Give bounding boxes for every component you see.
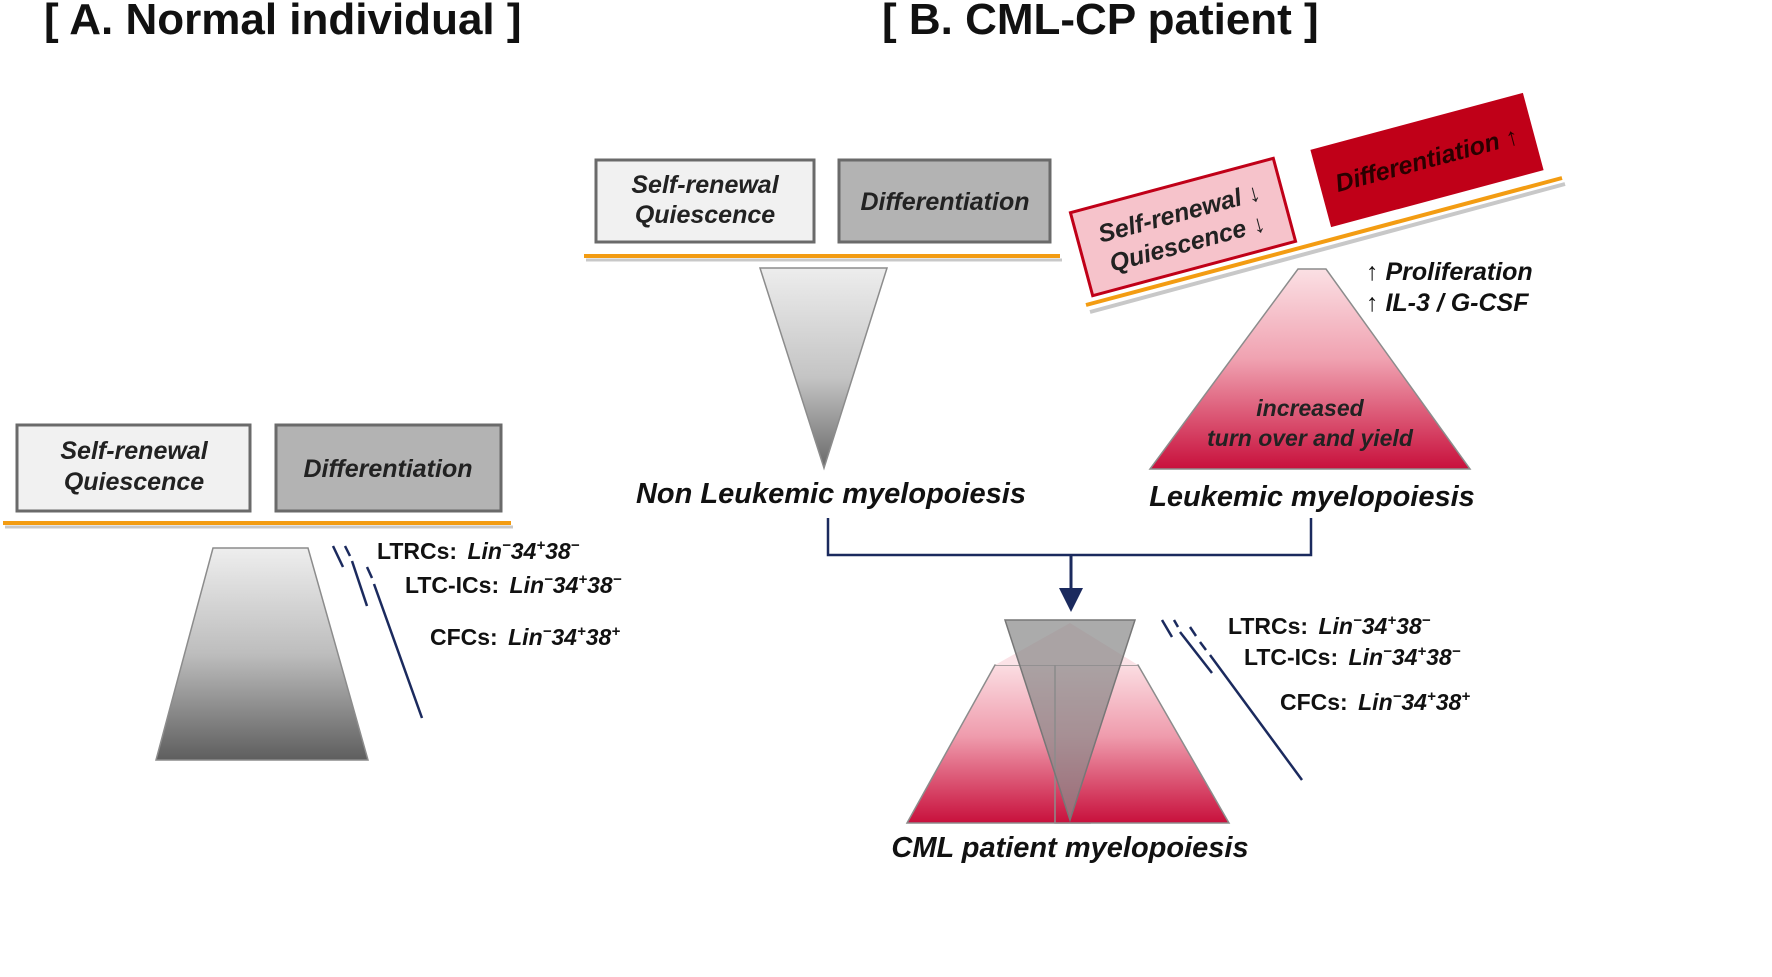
a-self-renewal-box <box>15 423 252 513</box>
a-ltcic-line <box>350 560 369 607</box>
b-cml-grey-triangle <box>1003 619 1137 823</box>
a-marker-ltcic: LTC-ICs: Lin−34+38− <box>405 571 622 598</box>
b-nonleuk-self-renewal-label: Self-renewal <box>631 171 779 199</box>
b-nonleuk-triangle <box>758 267 889 471</box>
b-cfc-line <box>1208 654 1304 781</box>
a-differentiation-box <box>274 423 503 513</box>
b-leuk-self-renewal-box <box>1068 156 1298 298</box>
b-leuk-caption: Leukemic myelopoiesis <box>1149 481 1475 513</box>
b-leuk-inner-line1: increased <box>1256 395 1364 421</box>
b-cfc-dash-1 <box>1188 626 1198 637</box>
a-cfc-line <box>372 583 424 719</box>
b-leuk-self-renewal-group: Self-renewal ↓ Quiescence ↓ <box>1068 156 1298 298</box>
a-cfc-dash-1 <box>365 566 374 579</box>
a-ltcic-dash-1 <box>343 545 352 557</box>
b-leuk-triangle <box>1148 268 1472 470</box>
a-marker-ltrc: LTRCs: Lin−34+38− <box>377 537 580 564</box>
a-ltrc-line <box>331 545 345 568</box>
panel-b-title: [ B. CML-CP patient ] <box>882 0 1319 44</box>
b-leuk-note-proliferation: ↑ Proliferation <box>1366 258 1533 286</box>
b-nonleuk-quiescence-label: Quiescence <box>635 201 775 229</box>
b-marker-cfc: CFCs: Lin−34+38+ <box>1280 688 1470 715</box>
b-leuk-differentiation-box <box>1310 92 1544 228</box>
b-nonleuk-differentiation-label: Differentiation <box>861 188 1030 216</box>
b-leuk-inner-line2: turn over and yield <box>1207 425 1414 451</box>
b-cfc-dash-2 <box>1199 641 1207 651</box>
panel-a: [ A. Normal individual ] Self-renewal Qu… <box>3 0 622 761</box>
panel-b: [ B. CML-CP patient ] Self-renewal Quies… <box>584 0 1566 864</box>
b-nonleuk-differentiation-box <box>837 158 1052 244</box>
b-leuk-note-il3: ↑ IL-3 / G-CSF <box>1366 289 1529 317</box>
b-marker-ltcic: LTC-ICs: Lin−34+38− <box>1244 643 1461 670</box>
b-ltcic-line <box>1179 631 1213 674</box>
b-marker-ltrc: LTRCs: Lin−34+38− <box>1228 612 1431 639</box>
a-differentiation-label: Differentiation <box>304 455 473 483</box>
b-leuk-differentiation-group: Differentiation ↑ <box>1310 92 1544 228</box>
b-cml-caption: CML patient myelopoiesis <box>891 832 1248 864</box>
b-ltrc-dash-1 <box>1160 619 1174 638</box>
a-hierarchy-trapezoid <box>155 547 369 761</box>
b-leuk-baseline <box>1085 176 1563 307</box>
b-connector <box>826 518 1313 557</box>
a-marker-cfc: CFCs: Lin−34+38+ <box>430 623 620 650</box>
b-nonleuk-caption: Non Leukemic myelopoiesis <box>636 478 1026 510</box>
panel-a-title: [ A. Normal individual ] <box>44 0 522 44</box>
b-ltrc-dash-2 <box>1172 619 1180 628</box>
a-quiescence-label: Quiescence <box>64 468 204 496</box>
b-leuk-baseline-shadow <box>1089 182 1566 314</box>
b-nonleuk-self-renewal-box <box>594 158 816 244</box>
a-self-renewal-label: Self-renewal <box>60 437 208 465</box>
